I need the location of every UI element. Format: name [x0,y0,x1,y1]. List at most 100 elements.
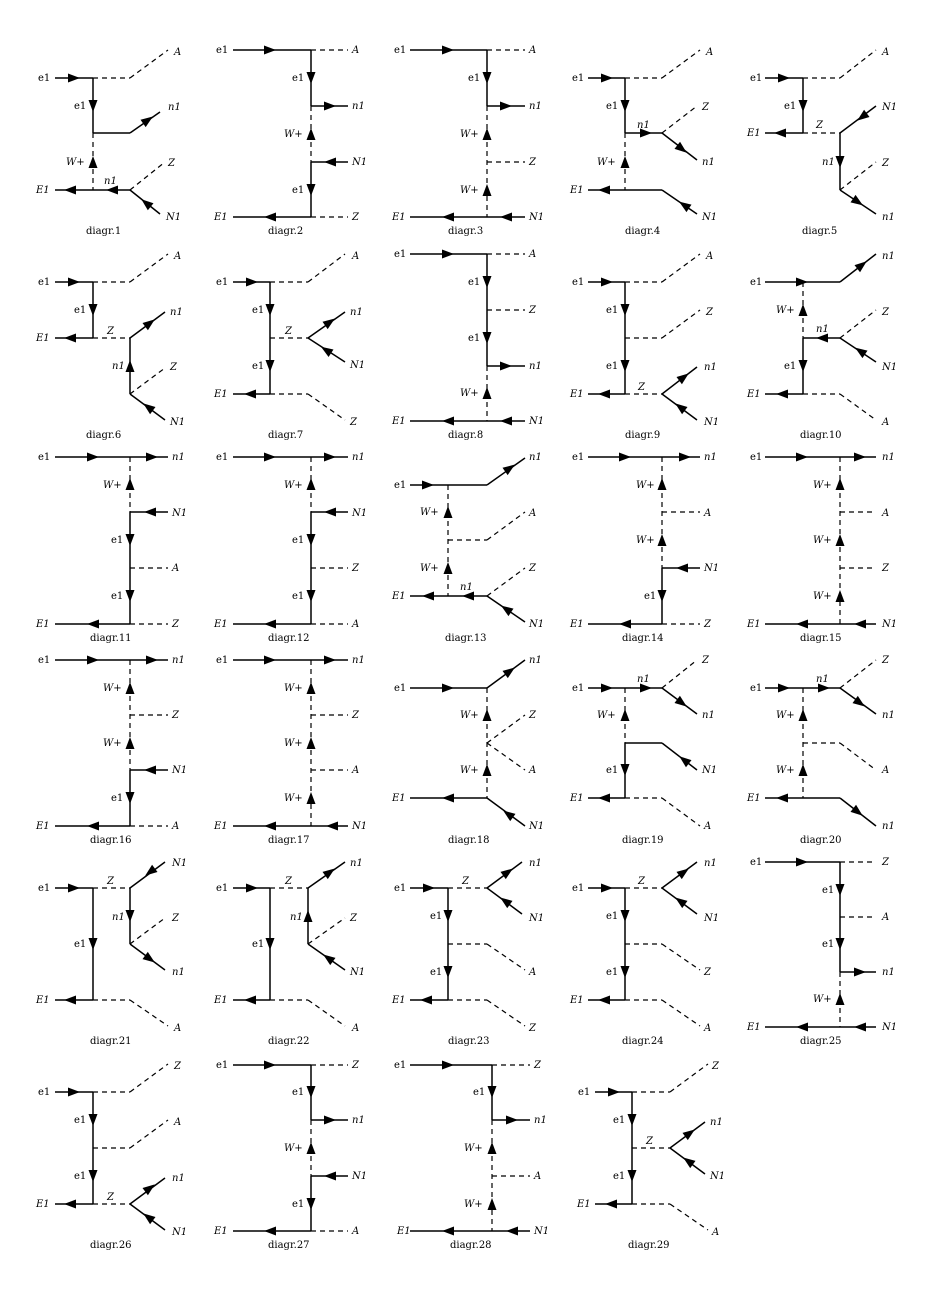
boson-line [129,161,166,191]
particle-label-e1: e1 [572,277,584,288]
diagram-27-caption: diagr.27 [268,1240,310,1251]
particle-label-n1: n1 [704,858,717,869]
arrow-icon [620,709,630,721]
arrow-icon [608,1087,620,1097]
particle-label-n1: N1 [351,821,367,832]
boson-line [129,1119,169,1149]
particle-label-a: A [703,821,711,832]
arrow-icon [482,709,492,721]
arrow-icon [442,1060,454,1070]
particle-label-e1: e1 [292,591,304,602]
arrow-icon [264,1226,276,1236]
arrow-icon [500,212,512,222]
arrow-icon [796,452,808,462]
arrow-icon [774,128,786,138]
particle-label-z: Z [351,563,360,574]
boson-line [486,999,526,1027]
particle-label-wplus: W+ [813,535,832,546]
particle-label-z: Z [703,967,712,978]
arrow-icon [835,534,845,546]
arrow-icon [265,304,275,316]
particle-label-wplus: W+ [284,683,303,694]
particle-label-e1: E1 [746,793,761,804]
arrow-icon [835,938,845,950]
particle-label-z: Z [881,655,890,666]
particle-label-z: Z [703,619,712,630]
arrow-icon [798,360,808,372]
particle-label-e1: e1 [394,480,406,491]
arrow-icon [482,332,492,344]
arrow-icon [68,883,80,893]
particle-label-a: A [705,251,713,262]
arrow-icon [598,185,610,195]
particle-label-n1: n1 [529,101,542,112]
particle-label-e1: E1 [391,995,406,1006]
arrow-icon [442,683,454,693]
particle-label-n1: n1 [352,452,365,463]
particle-label-wplus: W+ [464,1143,483,1154]
particle-label-e1: e1 [216,45,228,56]
particle-label-n1: n1 [637,120,650,131]
particle-label-e1: E1 [213,619,228,630]
arrow-icon [620,100,630,112]
arrow-icon [442,249,454,259]
particle-label-e1: E1 [213,212,228,223]
arrow-icon [443,910,453,922]
particle-label-e1: e1 [473,1087,485,1098]
particle-label-e1: E1 [35,1199,50,1210]
particle-label-z: Z [645,1136,654,1147]
particle-label-e1: e1 [572,683,584,694]
diagram-6-caption: diagr.6 [86,430,121,441]
particle-label-e1: e1 [216,452,228,463]
arrow-icon [125,534,135,546]
particle-label-a: A [528,967,536,978]
particle-label-z: Z [528,305,537,316]
particle-label-n1: n1 [704,362,717,373]
arrow-icon [88,100,98,112]
arrow-icon [125,910,135,922]
arrow-icon [125,590,135,602]
arrow-icon [852,343,868,359]
arrow-icon [506,1115,518,1125]
particle-label-e1: E1 [569,185,584,196]
arrow-icon [796,277,808,287]
arrow-icon [854,967,866,977]
particle-label-e1: e1 [468,333,480,344]
arrow-icon [244,389,256,399]
diagram-8-caption: diagr.8 [448,430,483,441]
arrow-icon [500,361,512,371]
arrow-icon [657,534,667,546]
boson-line [661,943,701,971]
particle-label-e1: e1 [750,683,762,694]
particle-label-n1: n1 [168,102,181,113]
arrow-icon [798,709,808,721]
particle-label-wplus: W+ [460,185,479,196]
arrow-icon [324,452,336,462]
arrow-icon [442,793,454,803]
diagram-12-caption: diagr.12 [268,633,310,644]
particle-label-e1: e1 [430,967,442,978]
boson-line [839,49,877,79]
arrow-icon [264,45,276,55]
arrow-icon [306,737,316,749]
particle-label-e1: e1 [606,967,618,978]
particle-label-wplus: W+ [103,683,122,694]
arrow-icon [657,590,667,602]
arrow-icon [482,184,492,196]
arrow-icon [498,601,514,617]
arrow-icon [835,156,845,168]
particle-label-a: A [711,1227,719,1238]
arrow-icon [796,1022,808,1032]
arrow-icon [627,1114,637,1126]
boson-line [839,309,877,339]
particle-label-z: Z [284,876,293,887]
particle-label-z: Z [106,326,115,337]
particle-label-e1: e1 [74,101,86,112]
particle-label-n1: N1 [349,967,365,978]
arrow-icon [487,1198,497,1210]
particle-label-n1: N1 [349,360,365,371]
